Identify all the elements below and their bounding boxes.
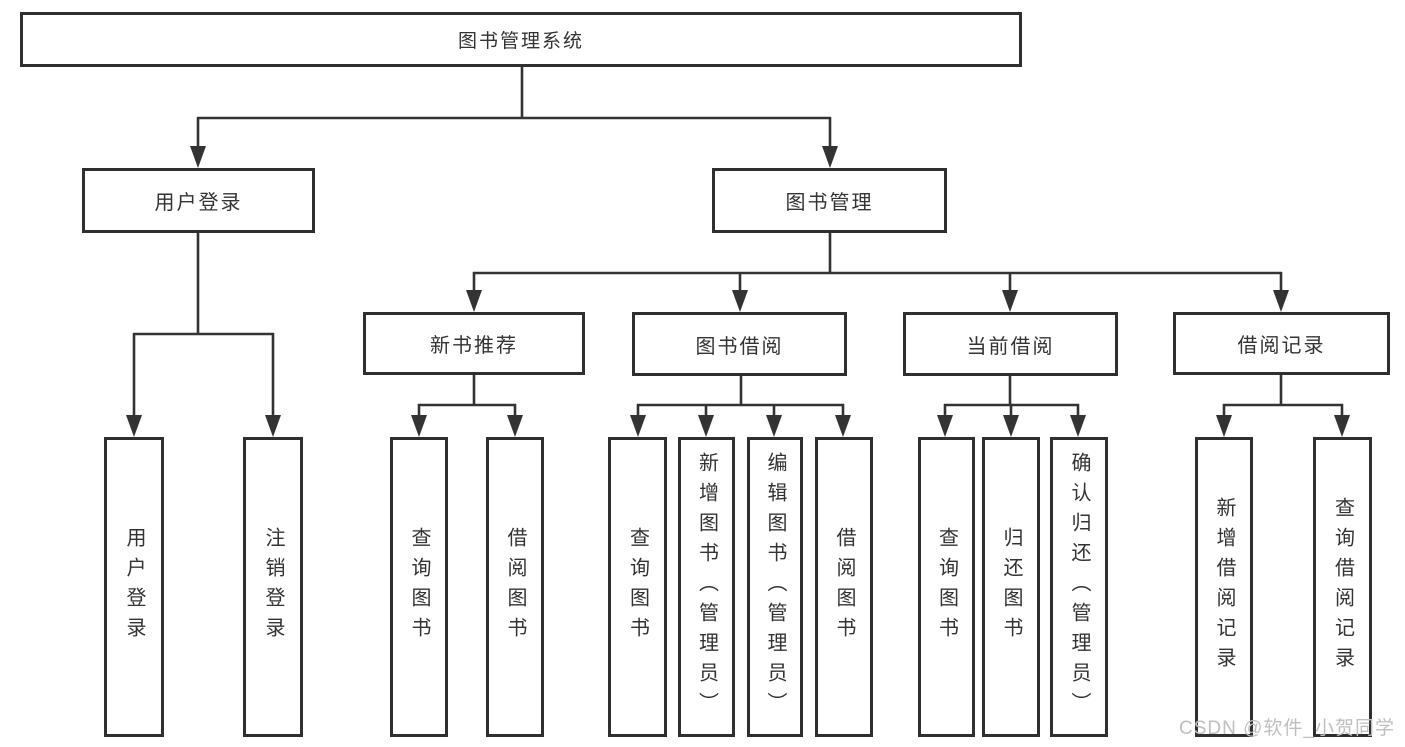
- edges-new-book-children: [411, 375, 523, 437]
- edges-user-login-children: [126, 233, 281, 437]
- node-leaf-query-book-2: 查询图书: [608, 437, 667, 737]
- node-leaf-user-login: 用户登录: [104, 437, 164, 737]
- node-borrow-record: 借阅记录: [1173, 312, 1390, 375]
- node-leaf-edit-book-admin: 编辑图书（管理员）: [747, 437, 803, 737]
- node-leaf-borrow-book-2: 借阅图书: [815, 437, 873, 737]
- node-book-borrow: 图书借阅: [632, 312, 847, 376]
- node-book-mgmt: 图书管理: [712, 168, 947, 233]
- node-leaf-borrow-book-1: 借阅图书: [486, 437, 544, 737]
- node-leaf-add-book-admin: 新增图书（管理员）: [678, 437, 735, 737]
- node-leaf-return-book: 归还图书: [982, 437, 1040, 737]
- node-leaf-query-book-3: 查询图书: [918, 437, 975, 737]
- edges-root-to-level2: [190, 67, 838, 168]
- edges-current-borrow-children: [937, 376, 1086, 437]
- node-new-book-recommend: 新书推荐: [363, 312, 585, 375]
- csdn-watermark: CSDN @软件_小贺同学: [1179, 718, 1395, 739]
- edges-borrow-record-children: [1216, 375, 1350, 437]
- edges-book-mgmt-children: [466, 233, 1289, 312]
- node-leaf-confirm-return-admin: 确认归还（管理员）: [1050, 437, 1108, 737]
- node-leaf-query-book-1: 查询图书: [390, 437, 448, 737]
- node-current-borrow: 当前借阅: [903, 312, 1118, 376]
- node-user-login: 用户登录: [82, 168, 315, 233]
- node-library-system: 图书管理系统: [20, 12, 1022, 67]
- node-leaf-logout: 注销登录: [243, 437, 303, 737]
- edges-book-borrow-children: [630, 376, 851, 437]
- node-leaf-query-borrow-record: 查询借阅记录: [1313, 437, 1372, 737]
- node-leaf-add-borrow-record: 新增借阅记录: [1195, 437, 1253, 737]
